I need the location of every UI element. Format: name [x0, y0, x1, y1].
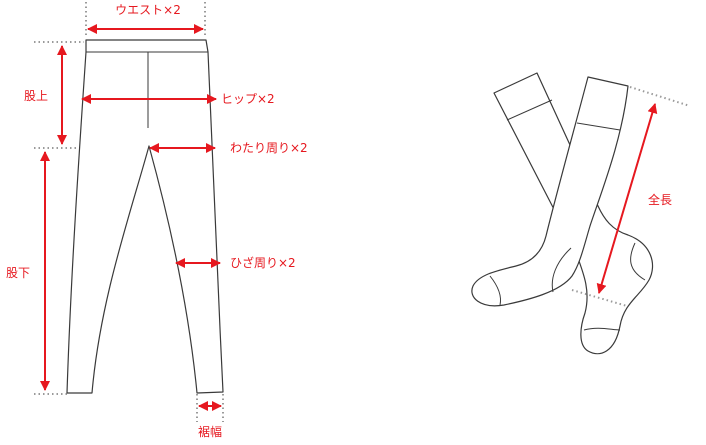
length-arrow: [596, 103, 658, 294]
waist-label: ウエスト×2: [115, 3, 181, 17]
front-sock-outline: [471, 76, 629, 307]
socks-figure: 全長: [471, 72, 691, 355]
leggings-outline: [66, 39, 224, 394]
front-sock-heel-line: [551, 247, 572, 293]
inseam-label: 股下: [6, 266, 30, 280]
length-label: 全長: [648, 192, 672, 207]
knee-label: ひざ周り×2: [230, 255, 296, 270]
back-sock-toe-line: [583, 327, 621, 331]
hip-label: ヒップ×2: [221, 92, 275, 106]
sock-top-guide: [629, 86, 691, 107]
sock-bottom-guide: [571, 289, 628, 307]
hem-label: 裾幅: [198, 424, 222, 439]
front-sock-toe-line: [489, 275, 501, 306]
rise-label: 股上: [24, 89, 48, 103]
thigh-label: わたり周り×2: [230, 141, 308, 155]
back-sock-cuff-line: [506, 99, 553, 121]
leggings-figure: ウエスト×2 股上 ヒップ×2 わたり周り×2 ひざ周り×2 股下 裾幅: [6, 2, 308, 439]
